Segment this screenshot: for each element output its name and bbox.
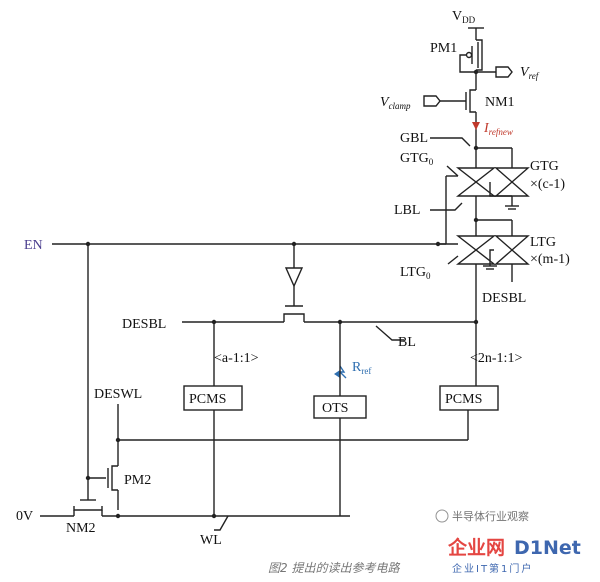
svg-text:LTG0: LTG0	[400, 265, 431, 281]
svg-text:企业IT第1门户: 企业IT第1门户	[452, 562, 533, 575]
svg-text:GTG0: GTG0	[400, 151, 434, 167]
svg-text:半导体行业观察: 半导体行业观察	[452, 509, 529, 523]
svg-text:企业网: 企业网	[447, 536, 505, 559]
wl-label-group: WL	[200, 515, 229, 548]
svg-text:Irefnew: Irefnew	[483, 121, 513, 137]
bl-row: DESBL BL	[122, 264, 479, 396]
svg-text:×(m-1): ×(m-1)	[530, 252, 570, 267]
svg-text:DESBL: DESBL	[482, 291, 526, 306]
gtg-gate-array: GTG ×(c-1)	[489, 159, 565, 210]
svg-text:PM2: PM2	[124, 473, 151, 488]
ots-cell: OTS	[313, 322, 367, 516]
ltg-gate-array: LTG ×(m-1) DESBL	[482, 235, 570, 306]
svg-text:Vref: Vref	[520, 65, 540, 81]
svg-text:WL: WL	[200, 533, 222, 548]
svg-text:0V: 0V	[16, 509, 33, 524]
svg-text:GTG: GTG	[530, 159, 559, 174]
svg-text:BL: BL	[398, 335, 416, 350]
figure-caption: 图2 提出的读出参考电路	[268, 561, 400, 575]
en-buffer	[284, 244, 304, 307]
gbl-node: GBL	[400, 131, 513, 168]
irefnew-current: Irefnew	[472, 121, 513, 137]
gtg0-gate: GTG0	[400, 151, 497, 197]
range-a-label: <a-1:1>	[214, 351, 259, 366]
pm1-label: PM1	[430, 41, 457, 56]
ltg0-gate: LTG0	[400, 235, 497, 281]
svg-text:PCMS: PCMS	[445, 392, 482, 407]
nm1-label: NM1	[485, 95, 515, 110]
pm1-transistor: PM1	[430, 39, 483, 73]
vdd-supply: VDD	[452, 9, 484, 40]
svg-text:×(c-1): ×(c-1)	[530, 177, 565, 192]
svg-text:OTS: OTS	[322, 401, 348, 416]
svg-text:LTG: LTG	[530, 235, 556, 250]
pcms-right-cell: PCMS	[439, 385, 499, 440]
svg-text:D1Net: D1Net	[514, 537, 581, 559]
svg-text:EN: EN	[24, 238, 43, 253]
rref-resistor: Rref	[334, 360, 371, 379]
deswl-line: DESWL	[94, 387, 468, 443]
svg-text:Rref: Rref	[352, 360, 371, 376]
svg-text:NM2: NM2	[66, 521, 96, 536]
svg-text:VDD: VDD	[452, 9, 476, 25]
pcms-left-cell: PCMS	[183, 322, 243, 516]
svg-text:DESBL: DESBL	[122, 317, 166, 332]
watermark: 半导体行业观察 企业网 D1Net 企业IT第1门户	[435, 509, 581, 575]
pm2-transistor: PM2	[85, 440, 151, 510]
nm2-transistor: 0V NM2	[16, 499, 350, 536]
svg-text:DESWL: DESWL	[94, 387, 142, 402]
svg-text:PCMS: PCMS	[189, 392, 226, 407]
en-signal: EN	[24, 175, 458, 253]
svg-text:GBL: GBL	[400, 131, 428, 146]
svg-text:LBL: LBL	[394, 203, 420, 218]
svg-text:Vclamp: Vclamp	[380, 95, 411, 111]
range-2n-label: <2n-1:1>	[470, 351, 522, 366]
vref-output: Vref	[473, 65, 540, 90]
lbl-node: LBL	[394, 196, 513, 236]
nm1-transistor: NM1 Vclamp	[380, 89, 515, 140]
